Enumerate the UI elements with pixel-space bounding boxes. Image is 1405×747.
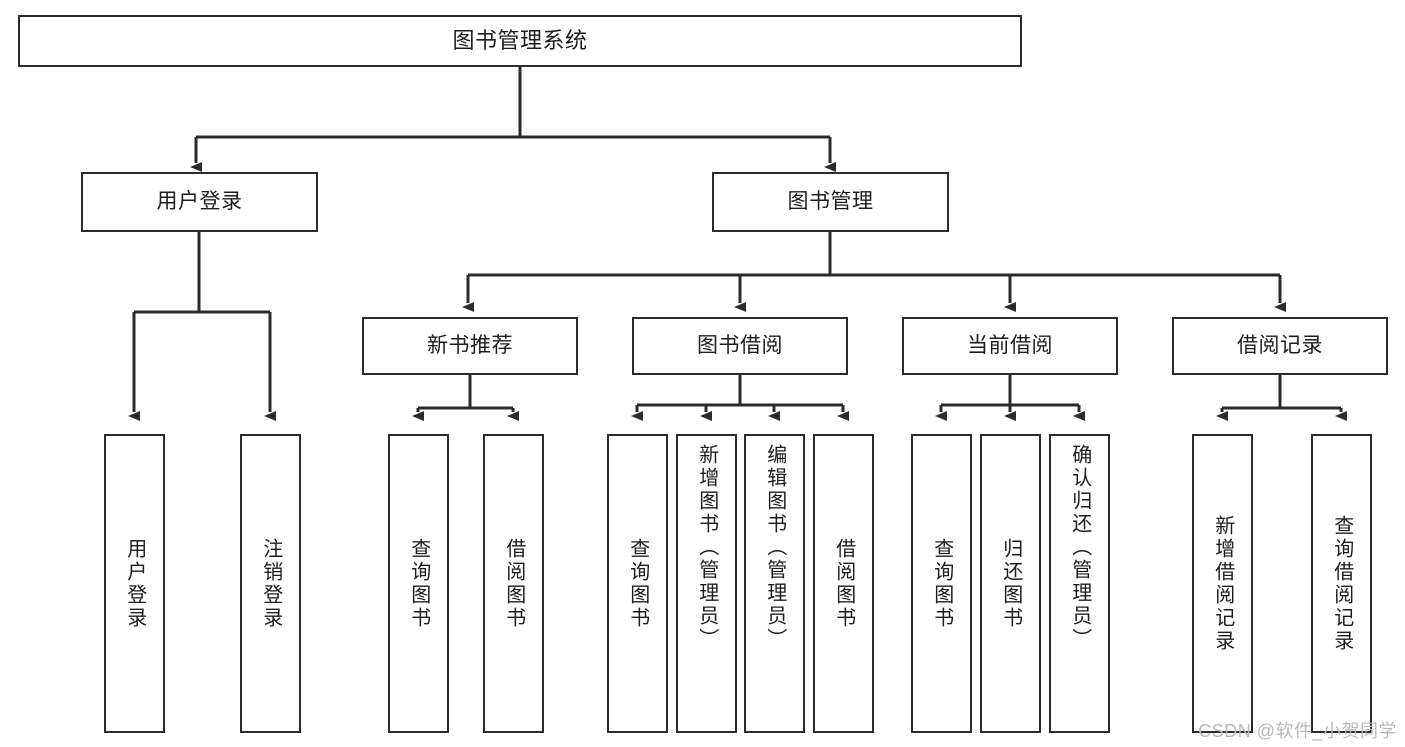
node-new-book-recommend[interactable]: 新书推荐 (362, 317, 578, 375)
leaf-new-book-borrow[interactable]: 借阅图书 (483, 434, 544, 733)
watermark: CSDN @软件_小贺同学 (1198, 721, 1397, 741)
node-label: 归还图书 (999, 537, 1022, 630)
node-label: 查询图书 (626, 537, 649, 630)
leaf-current-borrow-query[interactable]: 查询图书 (911, 434, 972, 733)
node-book-borrow[interactable]: 图书借阅 (632, 317, 848, 375)
node-label: 新书推荐 (427, 333, 513, 357)
leaf-book-borrow-edit-admin[interactable]: 编辑图书（管理员） (744, 434, 805, 733)
node-label: 新增图书（管理员） (695, 444, 718, 651)
node-label: 注销登录 (259, 537, 282, 630)
node-label: 当前借阅 (967, 333, 1053, 357)
leaf-borrow-record-add[interactable]: 新增借阅记录 (1192, 434, 1253, 733)
leaf-book-borrow-add-admin[interactable]: 新增图书（管理员） (676, 434, 737, 733)
node-user-login[interactable]: 用户登录 (81, 172, 318, 232)
leaf-borrow-record-query[interactable]: 查询借阅记录 (1311, 434, 1372, 733)
leaf-book-borrow-borrow[interactable]: 借阅图书 (813, 434, 874, 733)
leaf-user-login-logout[interactable]: 注销登录 (240, 434, 301, 733)
node-label: 新增借阅记录 (1211, 514, 1234, 653)
node-label: 图书管理 (787, 189, 874, 213)
node-label: 图书管理系统 (452, 28, 588, 54)
node-current-borrow[interactable]: 当前借阅 (902, 317, 1118, 375)
node-label: 编辑图书（管理员） (763, 444, 786, 651)
node-label: 借阅图书 (502, 537, 525, 630)
node-label: 查询图书 (930, 537, 953, 630)
node-root-book-management-system[interactable]: 图书管理系统 (18, 15, 1022, 67)
leaf-user-login-login[interactable]: 用户登录 (104, 434, 165, 733)
leaf-current-borrow-confirm-admin[interactable]: 确认归还（管理员） (1049, 434, 1110, 733)
node-borrow-record[interactable]: 借阅记录 (1172, 317, 1388, 375)
node-label: 借阅图书 (832, 537, 855, 630)
node-book-management[interactable]: 图书管理 (712, 172, 949, 232)
node-label: 确认归还（管理员） (1068, 444, 1091, 651)
node-label: 查询图书 (407, 537, 430, 630)
node-label: 借阅记录 (1237, 333, 1323, 357)
leaf-book-borrow-query[interactable]: 查询图书 (607, 434, 668, 733)
node-label: 用户登录 (156, 189, 243, 213)
node-label: 图书借阅 (697, 333, 783, 357)
leaf-current-borrow-return[interactable]: 归还图书 (980, 434, 1041, 733)
leaf-new-book-query[interactable]: 查询图书 (388, 434, 449, 733)
node-label: 查询借阅记录 (1330, 514, 1353, 653)
node-label: 用户登录 (123, 537, 146, 630)
